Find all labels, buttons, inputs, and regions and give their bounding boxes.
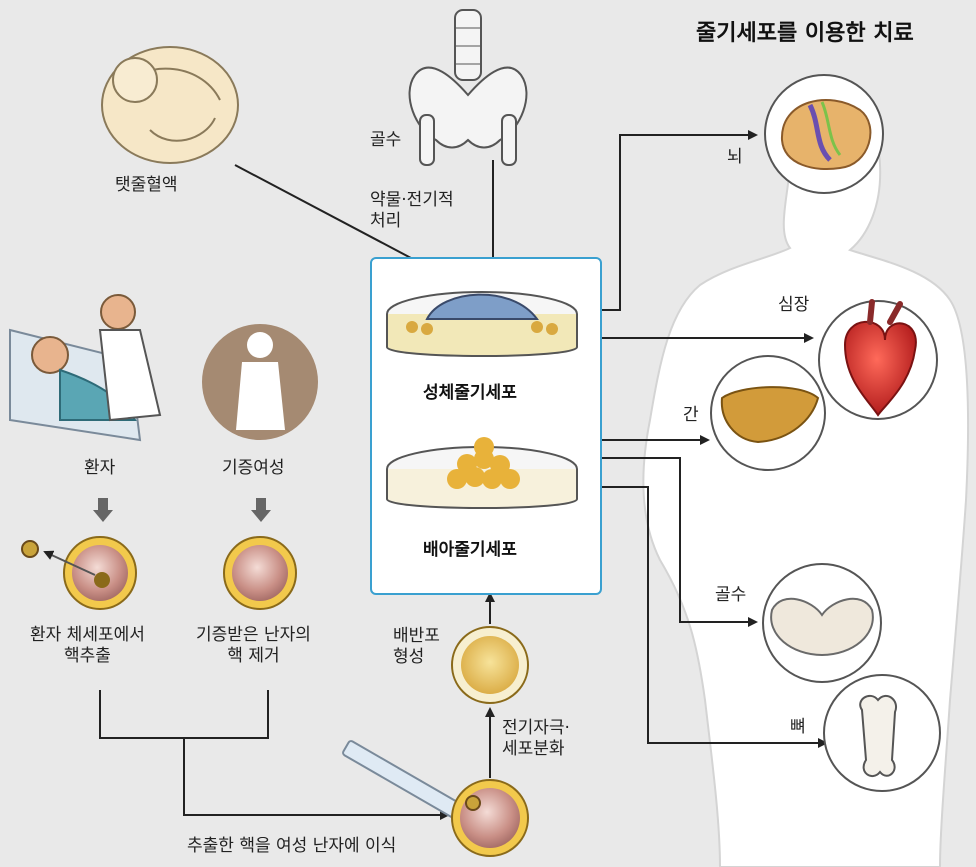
blastocyst-cell <box>452 627 528 703</box>
brain-label: 뇌 <box>727 147 743 168</box>
heart-organ <box>819 301 937 419</box>
pelvis-organ <box>763 564 881 682</box>
cord-blood-label: 탯줄혈액 <box>115 175 178 196</box>
donor-label: 기증여성 <box>222 458 285 479</box>
merge-connector <box>100 690 448 815</box>
donor-egg-cell <box>224 537 296 609</box>
bone-organ <box>824 675 940 791</box>
patient-egg-cell <box>22 537 136 609</box>
embryonic-stem-cell-label: 배아줄기세포 <box>423 540 517 561</box>
heart-label: 심장 <box>778 295 809 316</box>
bone-label: 뼈 <box>790 717 806 738</box>
liver-label: 간 <box>683 405 699 426</box>
donor-woman-illustration <box>202 324 318 440</box>
fetus-illustration <box>102 47 238 163</box>
stimulation-label: 전기자극· 세포분화 <box>502 718 570 761</box>
pelvis-illustration <box>410 10 527 165</box>
page-title: 줄기세포를 이용한 치료 <box>696 20 914 48</box>
down-arrow-donor <box>251 498 271 522</box>
liver-organ <box>711 356 825 470</box>
embryonic-stem-cell-dish <box>387 437 577 508</box>
transfer-label: 추출한 핵을 여성 난자에 이식 <box>187 836 396 857</box>
marrow-label: 골수 <box>715 585 746 606</box>
patient-label: 환자 <box>84 458 115 479</box>
bone-marrow-source-label: 골수 <box>370 130 401 151</box>
donor-step-label: 기증받은 난자의 핵 제거 <box>196 625 311 668</box>
treatment-label: 약물·전기적 처리 <box>370 190 454 233</box>
patient-step-label: 환자 체세포에서 핵추출 <box>30 625 145 668</box>
adult-stem-cell-label: 성체줄기세포 <box>423 383 517 404</box>
patient-illustration <box>10 295 160 440</box>
adult-stem-cell-dish <box>387 292 577 356</box>
fused-egg-cell <box>452 780 528 856</box>
down-arrow-patient <box>93 498 113 522</box>
blastocyst-label: 배반포 형성 <box>393 626 440 669</box>
brain-organ <box>765 75 883 193</box>
